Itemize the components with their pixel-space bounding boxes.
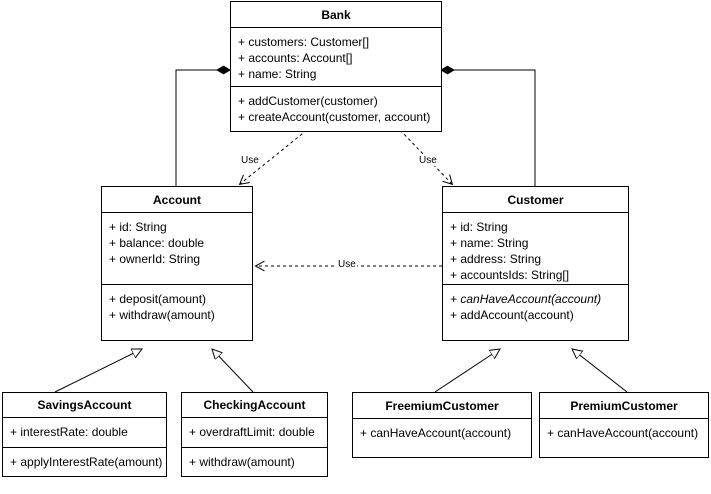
class-box-premium-customer[interactable]: PremiumCustomer + canHaveAccount(account… xyxy=(539,392,709,458)
attribute-row: + id: String xyxy=(450,220,508,234)
method-row: + withdraw(amount) xyxy=(189,455,295,469)
attribute-row: + id: String xyxy=(109,220,167,234)
class-methods-freemium-customer: + canHaveAccount(account) xyxy=(353,418,531,457)
edge-premium-customer-inheritance xyxy=(572,349,628,393)
class-box-customer[interactable]: Customer + id: String + name: String + a… xyxy=(442,186,629,341)
edge-freemium-customer-inheritance xyxy=(434,349,500,393)
edge-label-use-customer-account: Use xyxy=(337,259,357,270)
class-attributes-customer: + id: String + name: String + address: S… xyxy=(443,212,628,284)
method-row: + addCustomer(customer) xyxy=(238,94,378,108)
class-attributes-checking-account: + overdraftLimit: double xyxy=(182,417,327,447)
class-attributes-bank: + customers: Customer[] + accounts: Acco… xyxy=(231,27,441,86)
method-row: + applyInterestRate(amount) xyxy=(10,455,163,469)
edge-label-use-bank-customer: Use xyxy=(418,155,438,166)
class-title-account: Account xyxy=(153,192,201,207)
edge-savings-account-inheritance xyxy=(54,349,142,393)
attribute-row: + address: String xyxy=(450,252,542,266)
class-title-savings-account: SavingsAccount xyxy=(37,398,132,413)
method-row: + createAccount(customer, account) xyxy=(238,110,431,124)
attribute-row: + name: String xyxy=(238,67,317,81)
attribute-row: + accounts: Account[] xyxy=(238,51,353,65)
method-row: + deposit(amount) xyxy=(109,292,207,306)
edge-bank-account-composition xyxy=(175,65,231,186)
attribute-row: + interestRate: double xyxy=(10,425,128,440)
class-methods-savings-account: + applyInterestRate(amount) xyxy=(3,447,166,476)
class-attributes-savings-account: + interestRate: double xyxy=(3,417,166,447)
attribute-row: + overdraftLimit: double xyxy=(189,425,315,440)
class-box-freemium-customer[interactable]: FreemiumCustomer + canHaveAccount(accoun… xyxy=(352,392,532,458)
class-title-checking-account: CheckingAccount xyxy=(203,398,306,413)
attribute-row: + balance: double xyxy=(109,236,205,250)
class-attributes-account: + id: String + balance: double + ownerId… xyxy=(102,212,252,284)
edge-checking-account-inheritance xyxy=(212,349,254,393)
class-title-premium-customer: PremiumCustomer xyxy=(570,398,678,413)
method-row: + addAccount(account) xyxy=(450,308,574,322)
class-box-savings-account[interactable]: SavingsAccount + interestRate: double + … xyxy=(2,392,167,477)
class-methods-checking-account: + withdraw(amount) xyxy=(182,447,327,476)
class-box-account[interactable]: Account + id: String + balance: double +… xyxy=(101,186,253,341)
attribute-row: + name: String xyxy=(450,236,529,250)
edge-bank-customer-composition xyxy=(440,65,536,186)
class-box-checking-account[interactable]: CheckingAccount + overdraftLimit: double… xyxy=(181,392,328,477)
class-title-freemium-customer: FreemiumCustomer xyxy=(385,398,499,413)
class-box-bank[interactable]: Bank + customers: Customer[] + accounts:… xyxy=(230,1,442,132)
attribute-row: + ownerId: String xyxy=(109,252,201,266)
attribute-row: + accountsIds: String[] xyxy=(450,268,570,282)
attribute-row: + customers: Customer[] xyxy=(238,35,370,49)
method-row: + withdraw(amount) xyxy=(109,308,215,322)
method-row: + canHaveAccount(account) xyxy=(547,426,699,440)
class-methods-account: + deposit(amount) + withdraw(amount) xyxy=(102,284,252,340)
class-methods-premium-customer: + canHaveAccount(account) xyxy=(540,418,708,457)
class-title-bank: Bank xyxy=(321,7,351,22)
class-title-customer: Customer xyxy=(507,192,564,207)
class-methods-bank: + addCustomer(customer) + createAccount(… xyxy=(231,86,441,131)
class-methods-customer: + canHaveAccount(account) + addAccount(a… xyxy=(443,284,628,340)
method-row: + canHaveAccount(account) xyxy=(360,426,512,440)
method-row-abstract: + canHaveAccount(account) xyxy=(450,292,602,306)
edge-label-use-bank-account: Use xyxy=(240,155,260,166)
